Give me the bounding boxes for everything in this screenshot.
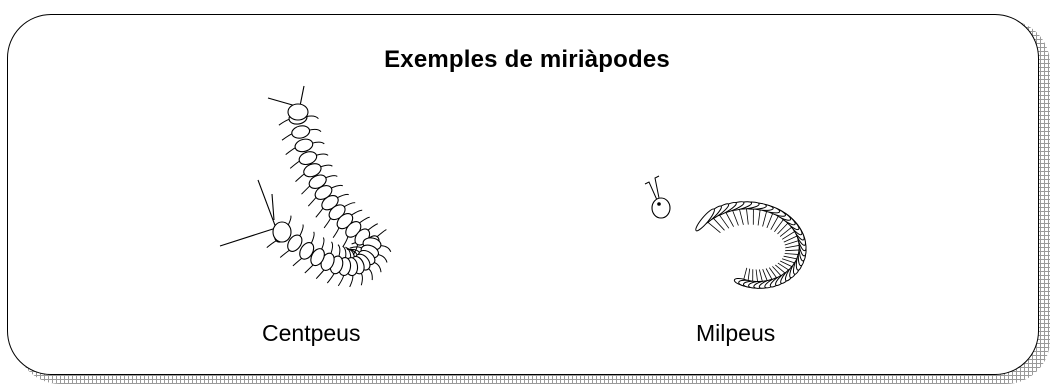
centipede-icon bbox=[212, 84, 412, 314]
diagram-title: Exemples de miriàpodes bbox=[384, 46, 670, 73]
millipede-icon bbox=[635, 170, 835, 320]
centipede-label: Centpeus bbox=[262, 320, 361, 346]
millipede-label: Milpeus bbox=[696, 320, 776, 346]
rounded-card bbox=[7, 14, 1039, 375]
